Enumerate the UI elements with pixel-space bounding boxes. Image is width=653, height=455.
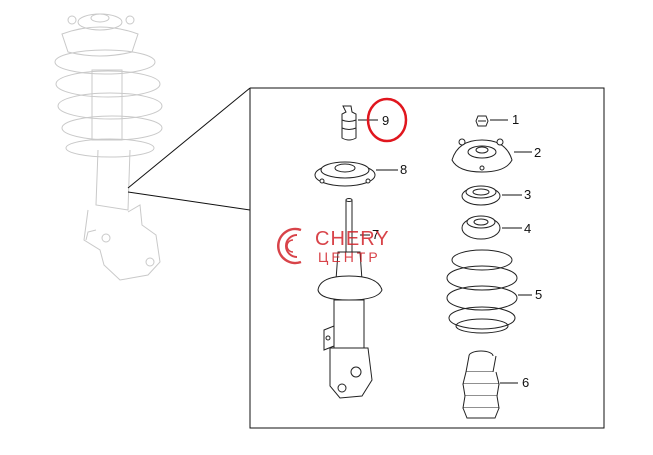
part-3-bearing	[461, 185, 522, 206]
part-6-dust-boot	[462, 350, 518, 419]
watermark-brand: CHERY	[315, 228, 390, 250]
callout-6: 6	[522, 375, 529, 390]
full-strut-assembly-ghost	[54, 13, 163, 281]
part-1-nut	[475, 115, 508, 127]
callout-8: 8	[400, 162, 407, 177]
callout-9: 9	[382, 113, 389, 128]
part-7-strut	[317, 198, 383, 399]
detail-leader-lines	[127, 87, 251, 211]
watermark-sub: ЦЕНТР	[318, 249, 381, 265]
part-2-top-mount	[451, 138, 532, 173]
detail-frame	[249, 87, 605, 429]
watermark-c-emblem	[277, 227, 302, 265]
watermark-logo: CHERY ЦЕНТР	[277, 227, 390, 265]
callout-5: 5	[535, 287, 542, 302]
part-8-spring-seat	[314, 161, 398, 187]
highlight-circle	[366, 97, 408, 143]
callout-7: 7	[372, 227, 379, 242]
callout-4: 4	[524, 221, 531, 236]
callout-3: 3	[524, 187, 531, 202]
callout-1: 1	[512, 112, 519, 127]
callout-2: 2	[534, 145, 541, 160]
part-5-coil-spring	[446, 249, 532, 334]
part-9-bump-stop	[341, 105, 378, 141]
part-4-spring-isolator	[461, 215, 522, 240]
